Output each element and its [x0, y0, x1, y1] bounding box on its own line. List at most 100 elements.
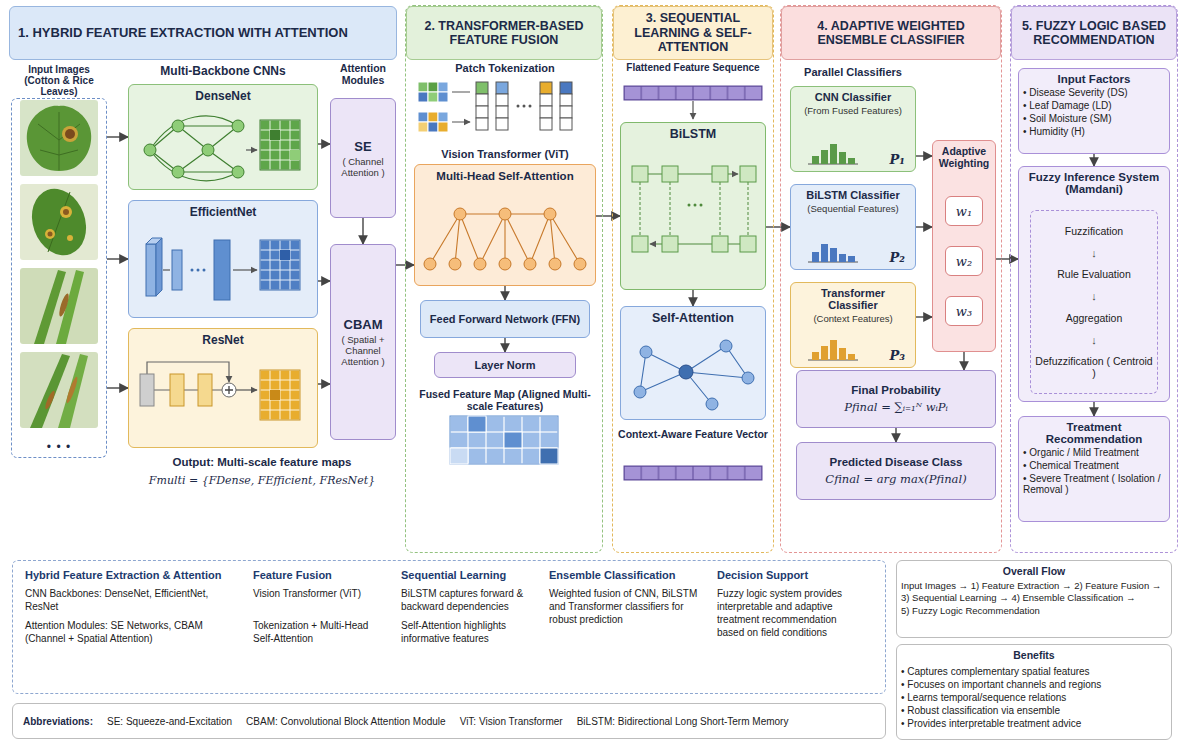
list-item: • Captures complementary spatial feature…	[901, 666, 1167, 677]
patch-tokenization	[560, 118, 572, 130]
leaf-photo	[20, 352, 98, 428]
leaf-photo	[27, 106, 91, 171]
leaf-photo	[20, 100, 98, 176]
self-attention-graph	[720, 340, 732, 352]
patch-tokenization	[476, 118, 488, 130]
probability-bars	[848, 354, 855, 360]
label-slot: Output: Multi-scale feature maps	[128, 456, 396, 468]
attention-tree	[474, 258, 486, 270]
box-subtitle: ( Channel Attention )	[333, 156, 393, 178]
label-text: Context-Aware Feature Vector	[614, 428, 772, 440]
bilstm-cells	[632, 166, 648, 182]
patch-tokenization	[560, 106, 572, 118]
efficientnet-blocks	[197, 269, 200, 272]
self-attention-graph	[634, 340, 754, 410]
list-item: • Chemical Treatment	[1023, 460, 1165, 471]
bilstm-cells	[694, 204, 697, 207]
step-text: Defuzzification ( Centroid )	[1035, 355, 1153, 379]
label-slot: Parallel Classifiers	[790, 66, 916, 78]
box-title: DenseNet	[195, 89, 250, 103]
summary-heading: Sequential Learning	[401, 569, 514, 581]
column-heading: 4. ADAPTIVE WEIGHTED ENSEMBLE CLASSIFIER	[781, 6, 1001, 60]
bilstm-cells	[740, 236, 756, 252]
flow-text: Input Images → 1) Feature Extraction → 2…	[901, 580, 1167, 592]
attention-tree	[544, 208, 556, 220]
box-title: Vision Transformer (ViT)	[441, 146, 568, 164]
leaf-photo	[56, 270, 84, 344]
densenet-graph	[202, 144, 214, 156]
connector-arrow	[107, 136, 128, 137]
summary-text: CNN Backbones: DenseNet, EfficientNet, R…	[25, 587, 253, 613]
connector-arrow	[318, 280, 330, 281]
bilstm-cells	[712, 166, 728, 182]
factor-box: Input Factors• Disease Severity (DS)• Le…	[1018, 68, 1170, 154]
leaf-photo	[45, 229, 55, 239]
efficientnet-blocks	[146, 244, 156, 296]
box-fill	[128, 328, 318, 448]
resnet-block	[225, 386, 233, 394]
list-item: • Robust classification via ensemble	[901, 705, 1167, 716]
bilstm-cells	[662, 166, 678, 182]
summary-text: Attention Modules: SE Networks, CBAM (Ch…	[25, 619, 253, 645]
bilstm-cells	[700, 204, 703, 207]
box-fill	[128, 84, 318, 190]
fused-feature-grid	[468, 416, 486, 432]
probability-symbol: P₃	[890, 348, 905, 363]
summary-heading: Hybrid Feature Extraction & Attention	[25, 569, 229, 581]
step-text: Aggregation	[1066, 312, 1123, 324]
probability-bars	[830, 340, 837, 360]
leaf-photo	[57, 293, 70, 318]
efficientnet-blocks	[146, 238, 300, 300]
list-item: • Leaf Damage (LD)	[1023, 100, 1165, 111]
backbone-box: ResNet	[128, 328, 318, 448]
self-attention-graph	[634, 386, 646, 398]
leaf-photo	[58, 354, 88, 428]
probability-bars	[821, 244, 828, 262]
box-title: Predicted Disease Class	[830, 456, 963, 468]
efficientnet-blocks	[214, 240, 230, 300]
attention-tree	[424, 208, 586, 270]
flow-box: Overall FlowInput Images → 1) Feature Ex…	[896, 560, 1172, 638]
attention-tree	[449, 258, 461, 270]
attention-tree	[499, 208, 511, 220]
weight-box: w₂	[945, 246, 983, 276]
densenet-graph	[144, 144, 156, 156]
leaf-photo	[23, 181, 95, 263]
label-slot: Flattened Feature Sequence	[614, 62, 772, 73]
box-title: EfficientNet	[190, 205, 257, 219]
self-attention-graph	[679, 365, 693, 379]
probability-bars	[812, 352, 819, 360]
column-panel: 1. HYBRID FEATURE EXTRACTION WITH ATTENT…	[8, 5, 398, 553]
leaf-photo	[62, 126, 78, 142]
bilstm-cells	[712, 236, 728, 252]
formula-box: Predicted Disease ClassCfinal = arg max(…	[796, 442, 996, 500]
recommendation-box: Treatment Recommendation• Organic / Mild…	[1018, 416, 1170, 522]
efficientnet-blocks	[233, 269, 257, 270]
self-attention-graph	[640, 346, 748, 404]
box-title: SE	[354, 139, 371, 154]
ellipsis: • • •	[47, 440, 71, 454]
label-text: Patch Tokenization	[414, 62, 596, 74]
label-text: Multi-Backbone CNNs	[128, 64, 318, 78]
patch-tokenization	[529, 105, 532, 108]
leaf-photo	[48, 192, 70, 252]
box-title: BiLSTM	[670, 127, 717, 141]
label-text: Fmulti = {FDense, FEfficient, FResNet}	[128, 474, 396, 487]
list-item: • Focuses on important channels and regi…	[901, 679, 1167, 690]
box-subtitle: ( Spatial + Channel Attention )	[333, 334, 393, 367]
connector-arrow	[596, 215, 620, 216]
step-text: Fuzzification	[1065, 225, 1123, 237]
leaf-photo	[60, 206, 72, 218]
formula-box: Final ProbabilityPfinal = ∑ᵢ₌₁ᴺ wᵢPᵢ	[796, 370, 996, 428]
probability-bars	[821, 346, 828, 360]
patch-tokenization	[476, 94, 488, 106]
patch-tokenization	[540, 94, 552, 106]
patch-tokenization	[560, 82, 572, 94]
attention-tree	[430, 214, 580, 264]
abbreviation-heading: Abbreviations:	[23, 716, 93, 727]
summary-panel: Hybrid Feature Extraction & AttentionCNN…	[12, 560, 886, 694]
efficientnet-blocks	[260, 240, 300, 290]
process-box: Layer Norm	[434, 352, 576, 378]
box-fill	[620, 122, 766, 290]
attention-tree	[549, 258, 561, 270]
